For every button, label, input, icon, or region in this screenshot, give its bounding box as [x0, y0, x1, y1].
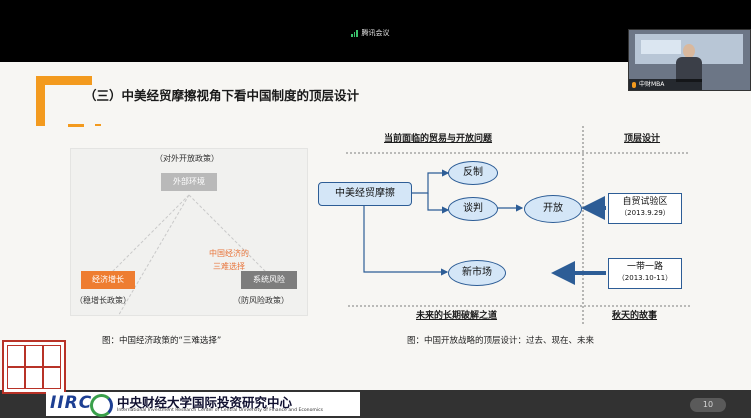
belt-and-road-title: 一带一路: [626, 262, 663, 272]
right-figure-caption: 图：中国开放战略的顶层设计：过去、现在、未来: [407, 336, 595, 346]
long-term-solution-label: 未来的长期破解之道: [416, 311, 498, 321]
external-policy-label: （对外开放政策）: [155, 154, 219, 163]
trilemma-center-line1: 中国经济的: [209, 249, 249, 258]
title-bracket-decoration: [36, 76, 45, 126]
negotiation-node: 谈判: [448, 197, 498, 221]
free-trade-zone-box: 自贸试验区 （2013.9.29）: [608, 193, 682, 224]
belt-and-road-box: 一带一路 （2013.10-11）: [608, 258, 682, 289]
institution-name-en: International Investment Research Center…: [117, 408, 324, 413]
triangle: [106, 194, 272, 278]
trade-friction-node: 中美经贸摩擦: [318, 182, 412, 206]
camera-name-label: 中财MBA: [629, 79, 702, 90]
camera-background-panel: [641, 40, 681, 54]
trilemma-connectors: [118, 194, 190, 315]
autumn-story-label: 秋天的故事: [612, 311, 658, 321]
risk-policy-label: （防风险政策）: [233, 296, 289, 305]
camera-preview[interactable]: 中财MBA: [628, 29, 751, 91]
free-trade-zone-title: 自贸试验区: [622, 197, 668, 207]
new-market-node: 新市场: [448, 260, 506, 286]
strategy-diagram-lines: [346, 126, 690, 324]
left-figure-caption: 图：中国经济政策的“三难选择”: [102, 336, 222, 346]
title-bracket-decoration-top: [36, 76, 92, 85]
iirc-logo: IIRC: [50, 393, 92, 413]
page-number: 10: [690, 398, 726, 412]
growth-policy-label: （稳增长政策）: [75, 296, 131, 305]
opening-node: 开放: [524, 195, 582, 223]
design-header: 顶层设计: [624, 134, 661, 144]
trilemma-center-line2: 三难选择: [213, 262, 245, 271]
belt-and-road-date: （2013.10-11）: [617, 274, 673, 282]
trilemma-diagram: （对外开放政策） 外部环境 中国经济的 三难选择 经济增长 系统风险 （稳增长政…: [70, 148, 308, 316]
institution-name-cn: 中央财经大学国际投资研究中心: [117, 395, 293, 410]
meeting-status[interactable]: 腾讯会议: [351, 28, 390, 38]
slide-title: （三）中美经贸摩擦视角下看中国制度的顶层设计: [84, 88, 360, 103]
presentation-slide: （三）中美经贸摩擦视角下看中国制度的顶层设计: [0, 62, 751, 390]
external-environment-box: 外部环境: [161, 173, 217, 191]
speaker-head: [683, 44, 695, 58]
free-trade-zone-date: （2013.9.29）: [620, 209, 670, 217]
meeting-app-name: 腾讯会议: [361, 29, 390, 37]
countermeasure-node: 反制: [448, 161, 498, 185]
microphone-icon: [632, 81, 636, 88]
issues-header: 当前面临的贸易与开放问题: [384, 134, 493, 144]
camera-label-text: 中财MBA: [639, 81, 665, 88]
iirc-logo-text: IIRC: [50, 393, 93, 413]
seal-logo: [2, 340, 66, 394]
speaker-body: [676, 57, 702, 82]
systemic-risk-box: 系统风险: [241, 271, 297, 289]
signal-icon: [351, 29, 358, 37]
title-dot-decoration: [95, 124, 101, 126]
trilemma-center-text: 中国经济的 三难选择: [208, 247, 250, 273]
meeting-top-bar: [0, 0, 751, 62]
economic-growth-box: 经济增长: [81, 271, 135, 289]
logo-ring-icon: [90, 394, 113, 417]
title-dash-decoration: [68, 124, 84, 127]
